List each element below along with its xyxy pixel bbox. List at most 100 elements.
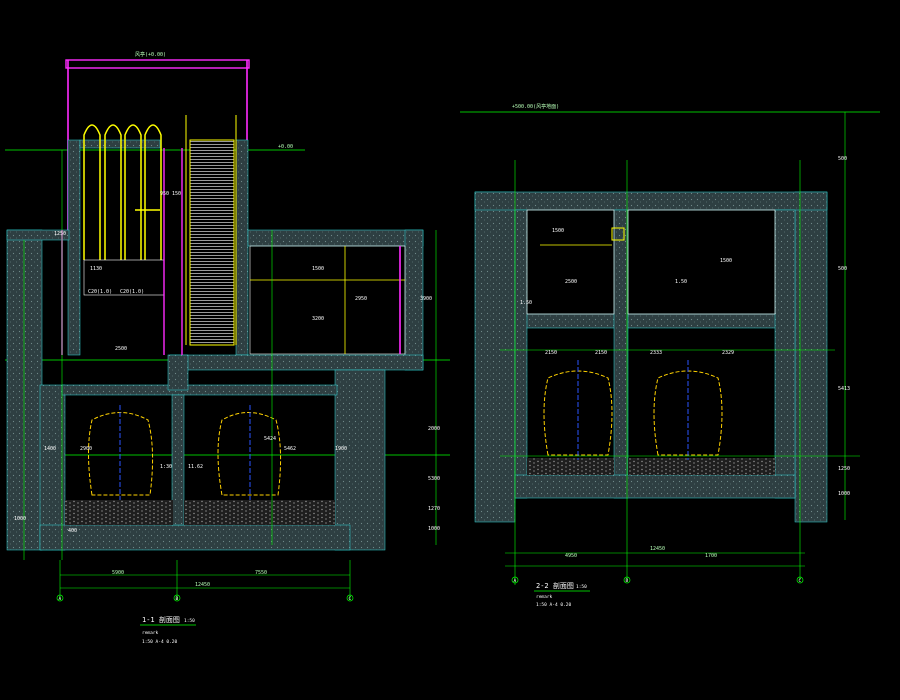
dim-text: 2900	[80, 446, 92, 452]
fan-equipment	[83, 124, 162, 260]
subnote: remark	[142, 630, 159, 636]
concrete-slab	[167, 354, 189, 391]
concrete-wall	[6, 229, 43, 551]
equip-label: C20(1.0)	[120, 289, 144, 295]
dim-text: 1270	[428, 506, 440, 512]
dim-text: 2150	[595, 350, 607, 356]
track-bed	[527, 458, 614, 475]
dim-text: 1000	[428, 526, 440, 532]
concrete-column	[613, 209, 629, 499]
tunnel-profile	[653, 370, 723, 456]
left-section: A B C 风亭(+0.00) 5900 7550 12450 +0.00 12…	[5, 51, 450, 645]
dim-text: +0.00	[278, 144, 293, 150]
dim-text: 1700	[705, 553, 717, 559]
equip-label: C20(1.0)	[88, 289, 112, 295]
dim-text: 2150	[545, 350, 557, 356]
tunnel-profile	[543, 370, 613, 456]
staircase	[189, 139, 235, 346]
track-bed	[65, 500, 173, 525]
concrete-wall	[514, 209, 528, 499]
track-bed	[628, 458, 775, 475]
section-title: 2-2 剖面图	[536, 581, 574, 590]
tower-roof	[65, 59, 250, 69]
subnote: 1:50 A-4 0.20	[536, 602, 572, 608]
dim-text: 1000	[14, 516, 26, 522]
dim-text: 1900	[335, 446, 347, 452]
section-scale: 1:50	[576, 584, 587, 590]
concrete-slab	[514, 313, 796, 329]
dim-text: 1:30	[160, 464, 172, 470]
dim-text: 1500	[312, 266, 324, 272]
top-label: 风亭(+0.00)	[135, 51, 166, 58]
subnote: remark	[536, 594, 553, 600]
concrete-slab	[6, 229, 70, 241]
dim-text: 1500	[720, 258, 732, 264]
section-scale: 1:50	[184, 618, 195, 624]
section-title: 1-1 剖面图	[142, 615, 180, 624]
dim-text: 1000	[838, 491, 850, 497]
axis-marker	[796, 576, 804, 584]
dim-text: 950 150	[160, 191, 181, 197]
subnote: 1:50 A-4 0.20	[142, 639, 178, 645]
dim-text: 1.50	[675, 279, 687, 285]
dim-text: 7550	[255, 570, 267, 576]
dim-text: 12450	[195, 582, 210, 588]
dim-text: 5900	[112, 570, 124, 576]
dim-text: 12450	[650, 546, 665, 552]
dim-text: 2333	[650, 350, 662, 356]
tunnel-profile	[217, 412, 282, 496]
dim-text: 1130	[90, 266, 102, 272]
dim-text: 2500	[115, 346, 127, 352]
concrete-slab	[79, 139, 161, 149]
dim-text: 2500	[565, 279, 577, 285]
dim-text: 5462	[284, 446, 296, 452]
dim-text: 500	[838, 156, 847, 162]
axis-marker	[173, 594, 181, 602]
axis-marker	[511, 576, 519, 584]
upper-room	[526, 209, 615, 315]
dim-text: 1250	[838, 466, 850, 472]
axis-label: B	[176, 596, 179, 602]
axis-marker	[346, 594, 354, 602]
dim-text: 1400	[44, 446, 56, 452]
upper-room	[627, 209, 776, 315]
dim-text: 1250	[54, 231, 66, 237]
concrete-column	[171, 394, 185, 526]
track-bed	[184, 500, 335, 525]
dim-text: 3900	[420, 296, 432, 302]
equipment-room	[249, 245, 406, 355]
dim-text: 1500	[552, 228, 564, 234]
dim-text: 2950	[355, 296, 367, 302]
dim-text: 5300	[428, 476, 440, 482]
tunnel-profile	[88, 412, 154, 496]
axis-label: B	[626, 578, 629, 584]
concrete-wall	[334, 369, 386, 551]
dim-text: 3200	[312, 316, 324, 322]
concrete-wall	[235, 139, 249, 356]
dim-text: 500	[838, 266, 847, 272]
dim-text: 2329	[722, 350, 734, 356]
concrete-slab	[169, 354, 424, 371]
concrete-wall	[474, 191, 516, 523]
axis-label: A	[514, 578, 517, 584]
concrete-slab	[61, 384, 338, 396]
dim-text: 4950	[565, 553, 577, 559]
axis-label: C	[349, 596, 352, 602]
right-section: +500.00(风亭地面) A	[460, 103, 880, 608]
concrete-slab	[474, 191, 828, 211]
axis-marker	[56, 594, 64, 602]
axis-label: A	[59, 596, 62, 602]
dim-text: 5424	[264, 436, 276, 442]
concrete-slab	[247, 229, 424, 247]
concrete-wall	[67, 139, 81, 356]
dim-text: 400	[68, 528, 77, 534]
concrete-wall	[774, 209, 796, 499]
dim-text: 1.50	[520, 300, 532, 306]
dim-text: 5413	[838, 386, 850, 392]
dim-text: 11.62	[188, 464, 203, 470]
dim-text: 2000	[428, 426, 440, 432]
axis-marker	[623, 576, 631, 584]
concrete-slab	[39, 524, 351, 551]
axis-label: C	[799, 578, 802, 584]
